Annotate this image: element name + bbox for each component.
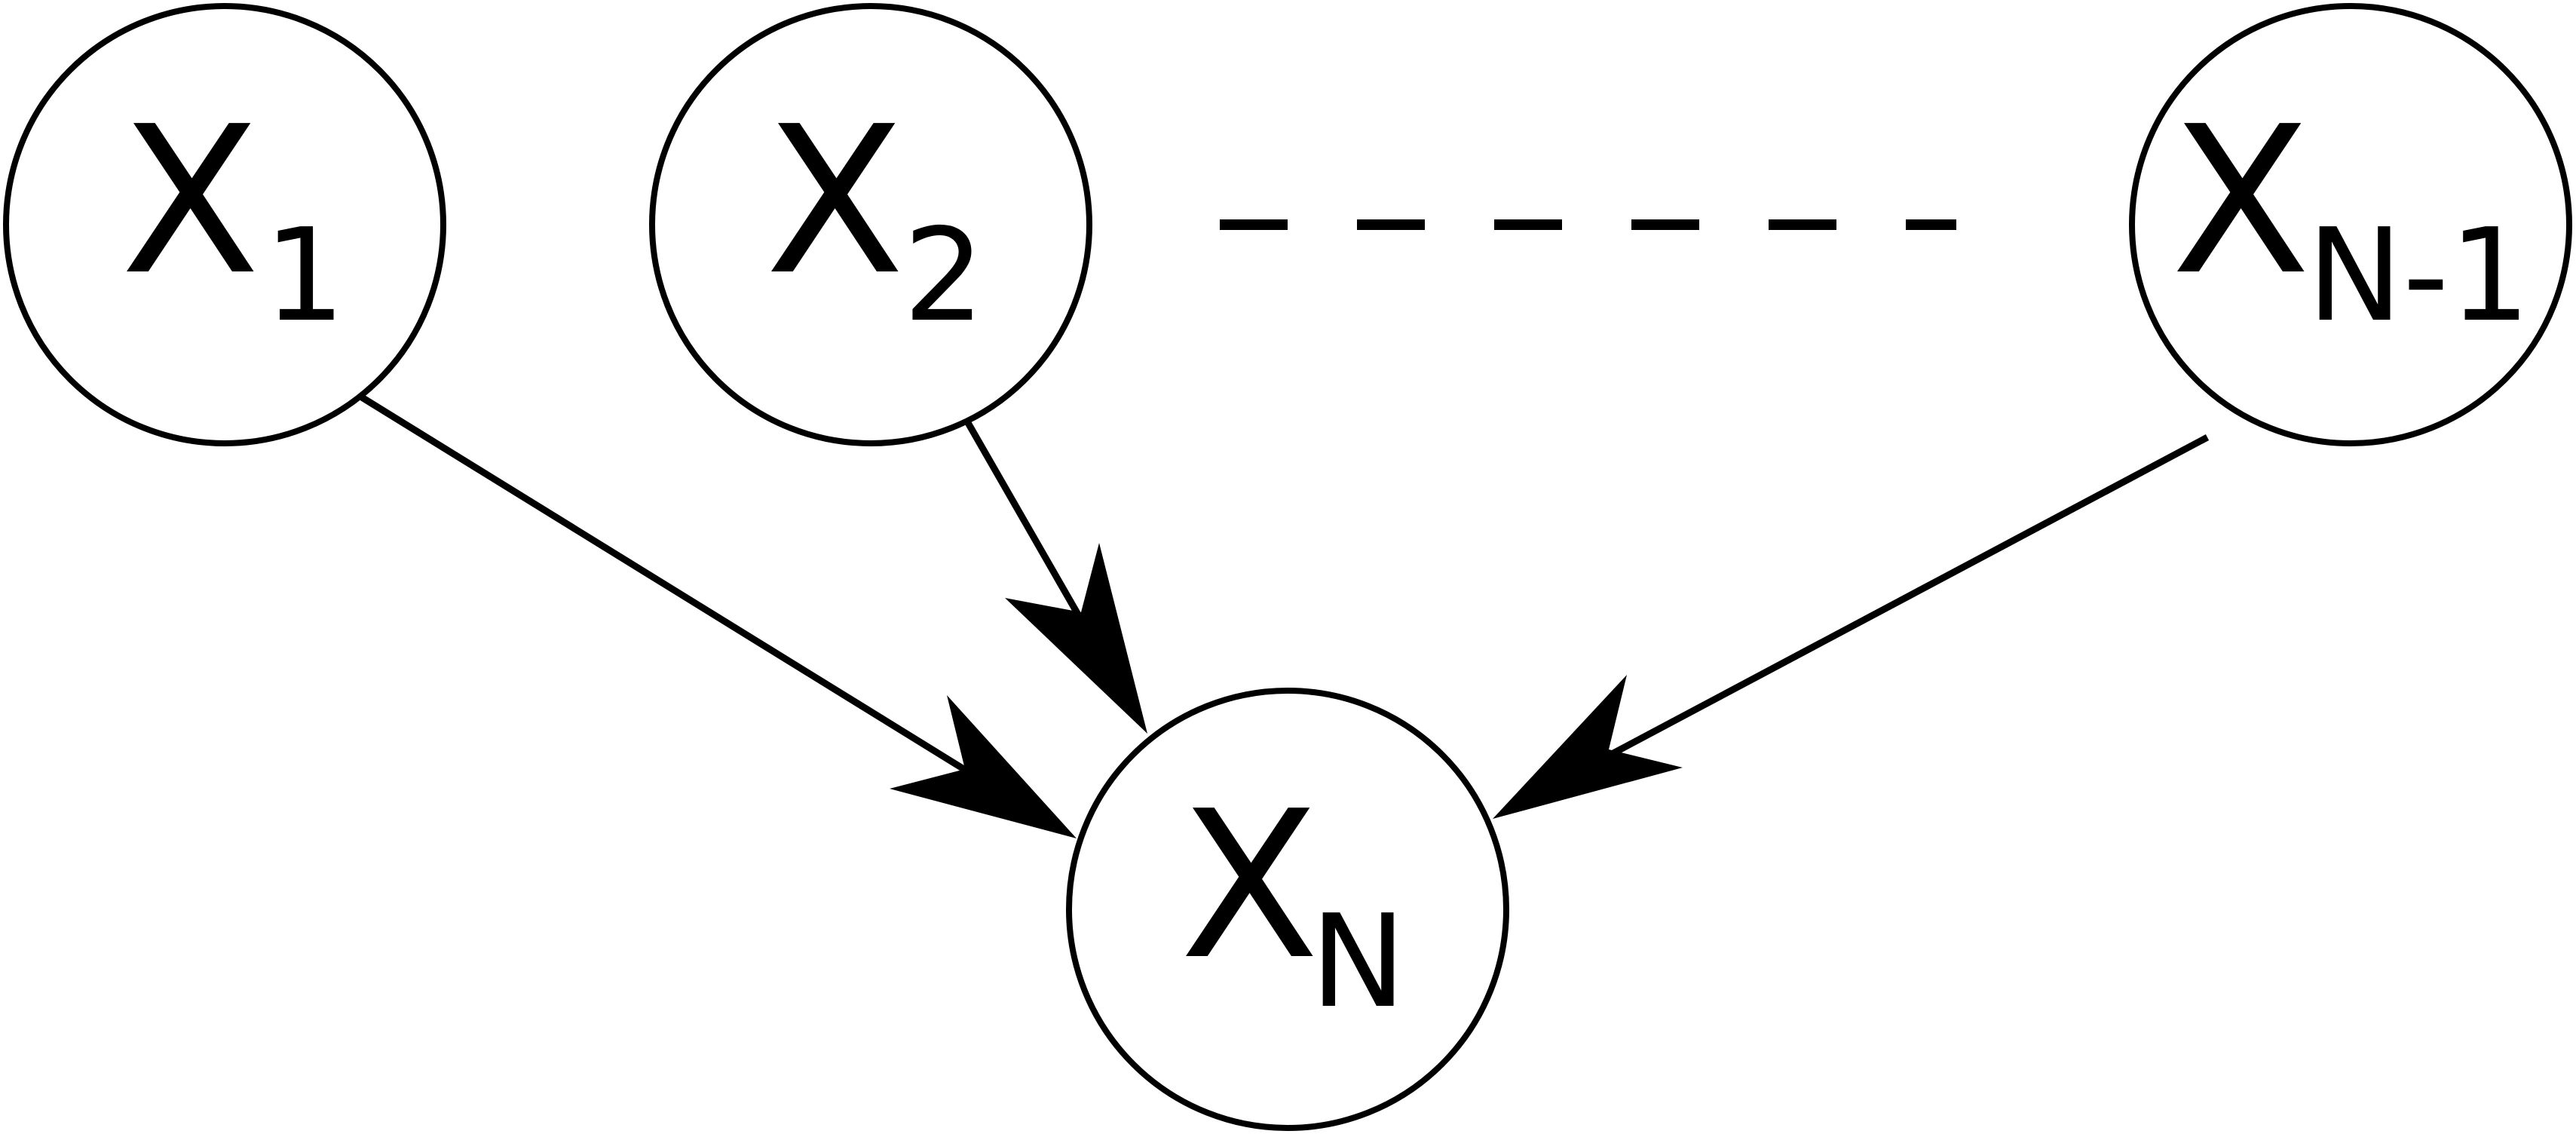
node-xn-circle (1066, 688, 1509, 1131)
edge-x1-xn-arrowhead (890, 695, 1077, 838)
node-x1: X1 (3, 3, 446, 446)
node-xn1-circle (2129, 3, 2572, 446)
node-x2-label: X2 (765, 82, 985, 351)
node-x2: X2 (649, 3, 1092, 446)
edge-x1-to-xn (360, 394, 1077, 838)
node-x1-subscript: 1 (264, 201, 345, 351)
node-xn-subscript: N (1310, 887, 1406, 1037)
edge-x2-xn-arrowhead (1005, 543, 1147, 734)
node-xn1: XN-1 (2129, 3, 2572, 446)
node-x2-circle (649, 3, 1092, 446)
node-xn1-subscript: N-1 (2307, 201, 2531, 351)
node-x2-var: X (765, 82, 905, 320)
edge-xn1-xn-line (1610, 434, 2210, 757)
edge-x2-to-xn (964, 419, 1147, 734)
edge-xn1-xn-arrowhead (1493, 675, 1683, 819)
edge-x1-xn-line (360, 394, 971, 775)
node-xn1-label: XN-1 (2171, 82, 2531, 351)
node-xn1-var: X (2171, 82, 2311, 320)
node-x2-subscript: 2 (903, 201, 985, 351)
node-x1-circle (3, 3, 446, 446)
node-xn-label: XN (1180, 767, 1406, 1037)
edge-xn1-to-xn (1493, 434, 2210, 819)
node-xn-var: X (1180, 767, 1319, 1004)
edge-x2-xn-line (964, 419, 1081, 617)
node-xn: XN (1066, 688, 1509, 1131)
node-x1-var: X (121, 82, 260, 320)
node-x1-label: X1 (121, 82, 345, 351)
